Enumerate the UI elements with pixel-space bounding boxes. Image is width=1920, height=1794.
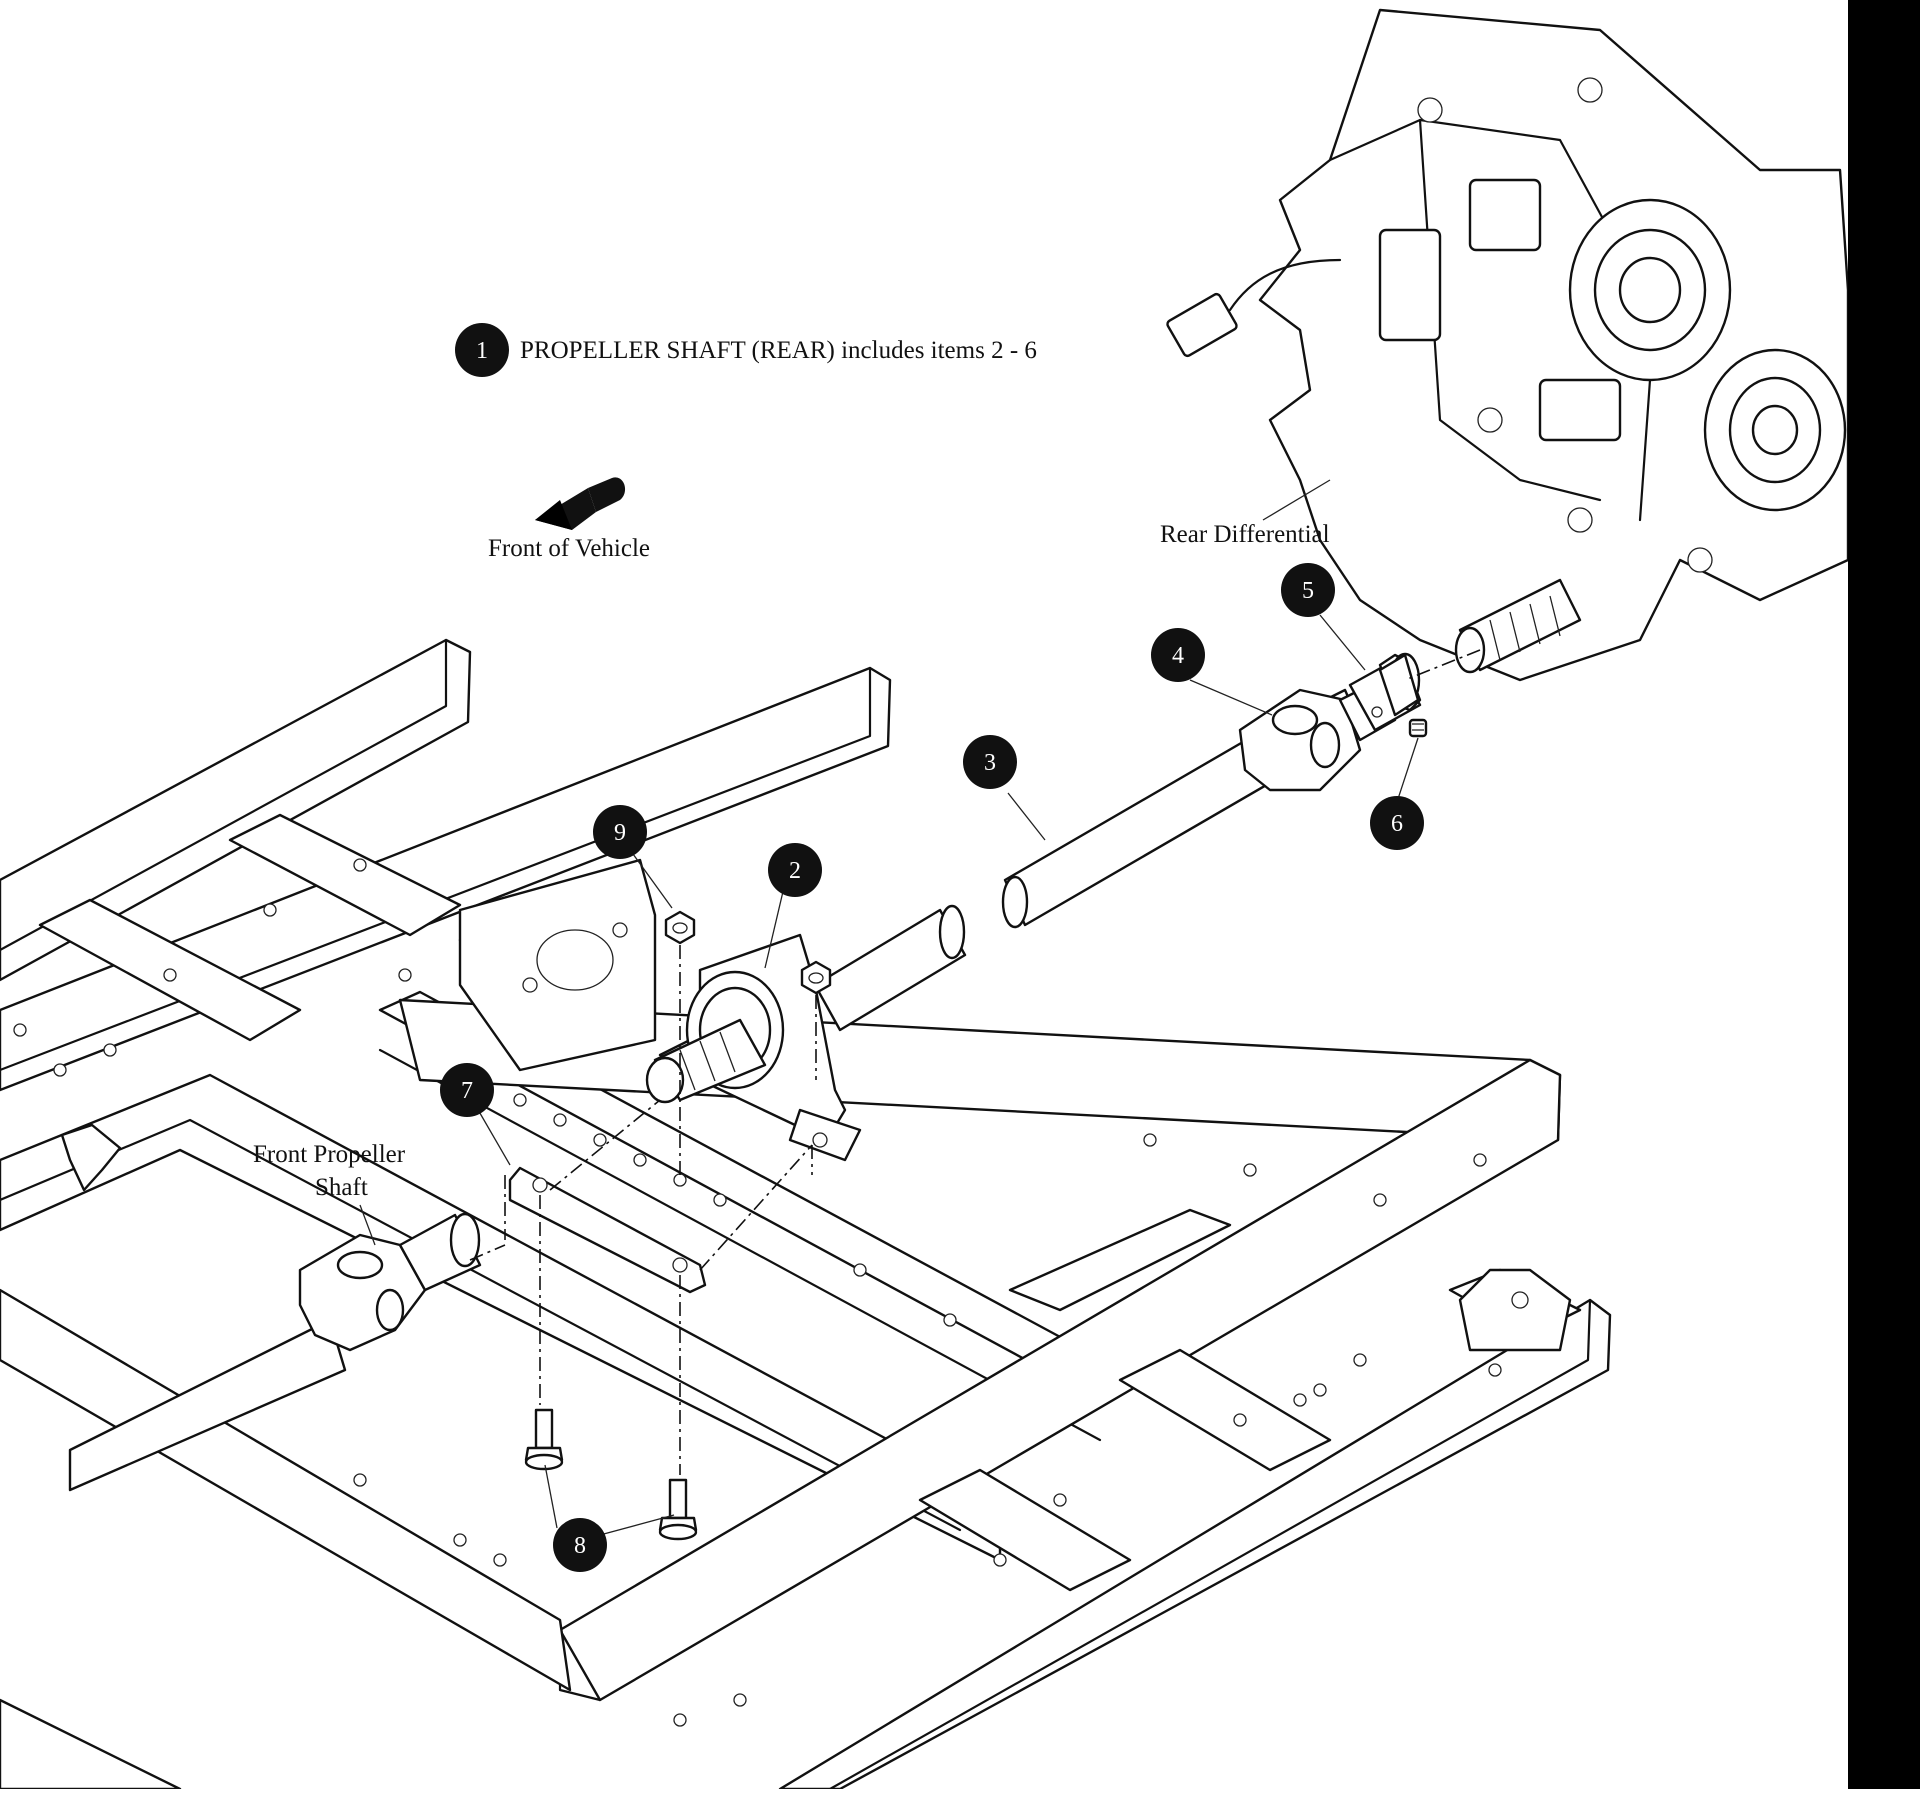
right-edge-band	[1848, 0, 1920, 1789]
callout-9: 9	[593, 805, 647, 859]
rear-differential-label: Rear Differential	[1160, 521, 1330, 548]
callout-3-number: 3	[984, 750, 996, 776]
callout-4: 4	[1151, 628, 1205, 682]
slip-yoke	[1348, 652, 1422, 732]
callout-9-number: 9	[614, 820, 626, 846]
front-of-vehicle-label: Front of Vehicle	[488, 535, 650, 562]
callout-3: 3	[963, 735, 1017, 789]
mounting-bolts	[524, 1408, 698, 1541]
front-propeller-label-line2: Shaft	[315, 1174, 368, 1201]
callout-1-number: 1	[476, 338, 488, 364]
callout-5-number: 5	[1302, 578, 1314, 604]
callout-7: 7	[440, 1063, 494, 1117]
rear-differential	[1166, 8, 1850, 682]
callout-1: 1	[455, 323, 509, 377]
callout-5: 5	[1281, 563, 1335, 617]
title-note: PROPELLER SHAFT (REAR) includes items 2 …	[520, 337, 1037, 364]
assembly-center-lines	[469, 649, 1481, 1475]
center-bearing-housing	[645, 933, 862, 1162]
callout-6: 6	[1370, 796, 1424, 850]
callout-6-number: 6	[1391, 811, 1403, 837]
front-propeller-shaft	[68, 1212, 482, 1492]
callout-markers: 1 2 3 4 5 6 7 8	[440, 323, 1424, 1572]
callout-2: 2	[768, 843, 822, 897]
grease-fitting	[1408, 718, 1428, 738]
callout-2-number: 2	[789, 858, 801, 884]
callout-8-number: 8	[574, 1533, 586, 1559]
frame-holes	[13, 858, 1502, 1727]
leader-lines	[359, 479, 1419, 1536]
text-labels: PROPELLER SHAFT (REAR) includes items 2 …	[253, 337, 1330, 1201]
callout-4-number: 4	[1172, 643, 1184, 669]
callout-7-number: 7	[461, 1078, 473, 1104]
intermediate-shaft	[813, 904, 967, 1032]
front-direction-arrow-icon	[535, 477, 626, 530]
callout-8: 8	[553, 1518, 607, 1572]
front-propeller-label-line1: Front Propeller	[253, 1141, 406, 1168]
flange-nuts	[664, 910, 832, 995]
spacer-plate	[508, 1166, 707, 1294]
chassis-frame	[0, 638, 1612, 1791]
